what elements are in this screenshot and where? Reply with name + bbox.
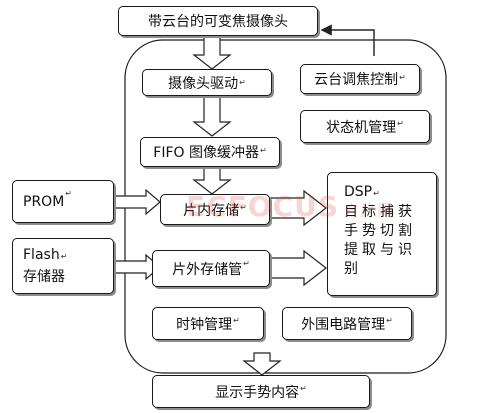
camera-node: 带云台的可变焦摄像头 [118, 6, 318, 36]
clock-node: 时钟管理 ↵ [152, 307, 264, 340]
ptz-control-node: 云台调焦控制 ↵ [300, 64, 420, 94]
edit-mark: ↵ [243, 259, 250, 268]
edit-mark: ↵ [260, 146, 267, 155]
dsp-line-2: 手势切割 [344, 223, 416, 239]
camera-driver-label: 摄像头驱动 [168, 75, 239, 92]
arrow-camera-to-driver [192, 36, 232, 70]
peripheral-node: 外围电路管理 ↵ [282, 307, 412, 340]
display-label: 显示手势内容 [215, 384, 300, 401]
edit-mark: ↵ [233, 316, 240, 325]
dsp-line-1: 目标捕获 [344, 204, 416, 220]
dsp-line-3: 提取与识 [344, 242, 416, 258]
state-machine-node: 状态机管理 ↵ [300, 110, 430, 143]
edit-mark: ↵ [373, 189, 380, 198]
edit-mark: ↵ [399, 73, 406, 82]
dsp-title: DSP [344, 184, 373, 200]
arrow-driver-to-fifo [192, 95, 232, 137]
prom-label: PROM [23, 193, 65, 210]
internal-storage-label: 片内存储 [183, 202, 240, 219]
arrow-internal-to-dsp [269, 189, 327, 227]
external-storage-node: 片外存储管 ↵ [152, 250, 270, 287]
peripheral-label: 外围电路管理 [301, 316, 386, 333]
edit-mark: ↵ [240, 203, 247, 212]
dsp-node: DSP↵ 目标捕获 手势切割 提取与识 别 [327, 172, 437, 296]
arrow-external-to-dsp [269, 249, 327, 287]
edit-mark: ↵ [60, 252, 68, 261]
arrow-fifo-to-internal [192, 166, 232, 195]
display-node: 显示手势内容 ↵ [152, 375, 370, 408]
flash-label-line2: 存储器 [23, 269, 65, 285]
arrow-to-display [242, 352, 282, 376]
arrow-prom-to-internal [113, 188, 161, 216]
edit-mark: ↵ [386, 316, 393, 325]
prom-node: PROM ↵ [12, 180, 114, 223]
fifo-label: FIFO 图像缓冲器 [153, 145, 259, 161]
fifo-node: FIFO 图像缓冲器 ↵ [140, 137, 280, 167]
edit-mark: ↵ [65, 189, 72, 198]
feedback-arrow-ptz-to-camera [320, 24, 375, 56]
flash-node: Flash↵ 存储器 [12, 238, 114, 294]
edit-mark: ↵ [239, 78, 246, 87]
state-machine-label: 状态机管理 [326, 119, 397, 136]
internal-storage-node: 片内存储 ↵ [160, 194, 270, 225]
clock-label: 时钟管理 [176, 316, 233, 333]
camera-label: 带云台的可变焦摄像头 [148, 14, 288, 30]
external-storage-label: 片外存储管 [172, 261, 243, 278]
camera-driver-node: 摄像头驱动 ↵ [142, 69, 272, 96]
dsp-line-4: 别 [344, 261, 362, 277]
edit-mark: ↵ [397, 119, 404, 128]
flash-label-line1: Flash [23, 247, 60, 263]
edit-mark: ↵ [300, 384, 307, 393]
ptz-control-label: 云台调焦控制 [314, 72, 399, 88]
